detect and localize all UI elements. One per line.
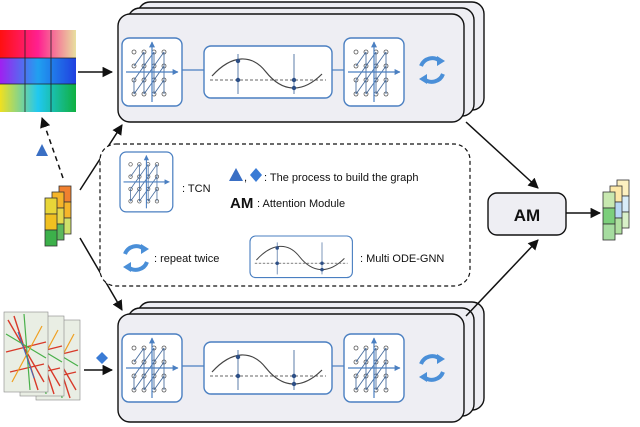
legend-tcn-icon [120,152,173,212]
legend-repeat-label: : repeat twice [154,253,219,265]
input-data-stack [44,185,72,247]
legend-ode-label: : Multi ODE-GNN [360,253,444,265]
triangle-icon [36,144,48,156]
tcn-block-left [122,334,182,402]
tcn-block-right [344,38,404,106]
arrow-bottom-module-to-am [465,239,539,317]
legend-tcn-label: : TCN [182,183,211,195]
attention-module-box: AM [487,192,567,236]
dashed-arrow-to-heatmap [40,117,64,179]
traffic-map-image [3,311,81,401]
arrow-top-module-to-am [465,121,539,189]
legend-triangle-icon [229,168,243,181]
legend-am-abbr: AM [230,195,253,212]
tcn-block-left [122,38,182,106]
legend-symbol-separator: , [244,172,247,184]
legend-ode-icon [249,235,353,279]
am-box-label: AM [514,206,540,225]
output-data-stack [602,179,630,241]
legend-box: : TCN , : The process to build the graph… [99,143,471,287]
tcn-block-right [344,334,404,402]
legend-am-label: : Attention Module [257,198,345,210]
bottom-module [117,301,485,423]
ode-gnn-block [203,45,333,99]
legend-graph-label: : The process to build the graph [264,172,419,184]
heatmap-image [0,30,76,112]
diamond-icon [96,352,108,364]
legend-diamond-icon [250,168,262,182]
ode-gnn-block [203,341,333,395]
top-module [117,1,485,123]
